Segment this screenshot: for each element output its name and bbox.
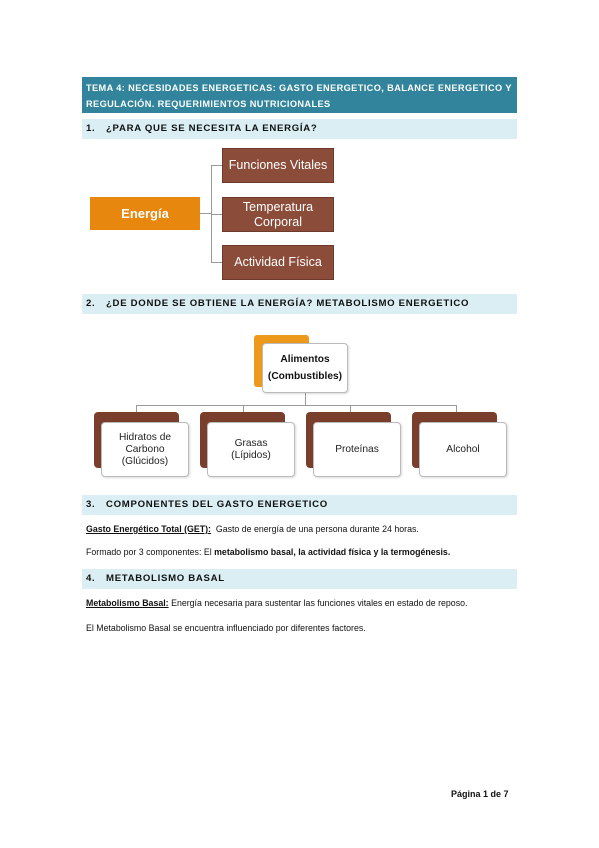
connector xyxy=(136,405,457,406)
component-activity: la actividad física xyxy=(298,547,372,557)
food-root-sublabel: (Combustibles) xyxy=(267,371,343,382)
section-number: 2. xyxy=(86,298,96,309)
food-source-node: Hidratos de Carbono (Glúcidos) xyxy=(101,422,189,477)
connector xyxy=(211,214,222,215)
connector xyxy=(136,405,137,413)
page-title: TEMA 4: NECESIDADES ENERGETICAS: GASTO E… xyxy=(82,77,517,113)
connector xyxy=(350,405,351,413)
component-basal: metabolismo basal xyxy=(214,547,294,557)
connector xyxy=(456,405,457,413)
section-3-header: 3. COMPONENTES DEL GASTO ENERGETICO xyxy=(82,495,517,515)
components-text: Formado por 3 componentes: El metabolism… xyxy=(86,547,450,557)
food-source-node: Alcohol xyxy=(419,422,507,477)
component-thermogenesis: la termogénesis. xyxy=(380,547,451,557)
section-title: METABOLISMO BASAL xyxy=(106,573,225,584)
energy-use-node: Actividad Física xyxy=(222,245,334,280)
components-prefix: Formado por 3 componentes: El xyxy=(86,547,215,557)
mb-label: Metabolismo Basal: xyxy=(86,598,169,608)
energy-use-node: Temperatura Corporal xyxy=(222,197,334,232)
food-source-node: Grasas (Lípidos) xyxy=(207,422,295,477)
get-definition: Gasto Energético Total (GET): Gasto de e… xyxy=(86,524,419,534)
mb-influence-text: El Metabolismo Basal se encuentra influe… xyxy=(86,623,366,633)
section-title: ¿PARA QUE SE NECESITA LA ENERGÍA? xyxy=(106,123,318,134)
connector xyxy=(305,393,306,405)
food-root-label: Alimentos xyxy=(280,354,330,365)
food-source-node: Proteínas xyxy=(313,422,401,477)
components-separator: , xyxy=(293,547,299,557)
connector xyxy=(243,405,244,413)
section-number: 1. xyxy=(86,123,96,134)
section-1-header: 1. ¿PARA QUE SE NECESITA LA ENERGÍA? xyxy=(82,119,517,139)
page-number: Página 1 de 7 xyxy=(451,789,509,799)
connector xyxy=(211,165,222,166)
connector xyxy=(200,213,212,214)
mb-definition: Metabolismo Basal: Energía necesaria par… xyxy=(86,598,467,608)
section-2-header: 2. ¿DE DONDE SE OBTIENE LA ENERGÍA? METAB… xyxy=(82,294,517,314)
food-root-node: Alimentos (Combustibles) xyxy=(262,343,348,393)
section-4-header: 4. METABOLISMO BASAL xyxy=(82,569,517,589)
get-label: Gasto Energético Total (GET): xyxy=(86,524,211,534)
get-text: Gasto de energía de una persona durante … xyxy=(215,524,419,534)
section-title: ¿DE DONDE SE OBTIENE LA ENERGÍA? METABOL… xyxy=(106,298,470,309)
energy-use-node: Funciones Vitales xyxy=(222,148,334,183)
mb-text: Energía necesaria para sustentar las fun… xyxy=(171,598,468,608)
section-number: 3. xyxy=(86,499,96,510)
section-number: 4. xyxy=(86,573,96,584)
components-separator: y xyxy=(371,547,381,557)
energy-root-node: Energía xyxy=(90,197,200,230)
connector xyxy=(211,262,222,263)
section-title: COMPONENTES DEL GASTO ENERGETICO xyxy=(106,499,328,510)
